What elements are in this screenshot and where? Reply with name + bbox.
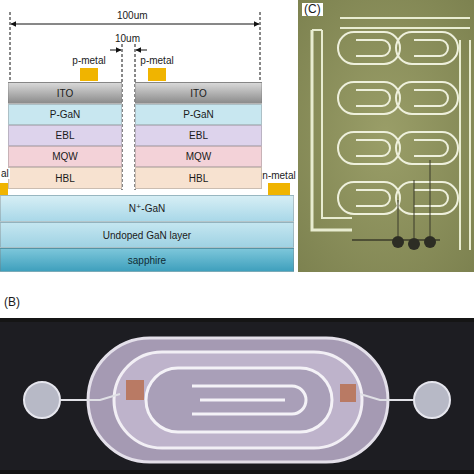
layer-label: Undoped GaN layer [103,230,191,241]
layer-label: EBL [56,130,75,141]
pad-label: p-metal [72,55,105,66]
pad-label: p-metal [140,55,173,66]
metal-pad: n-metal [268,183,290,195]
mqw-layer: MQW [135,146,262,167]
mqw-layer: MQW [8,146,122,167]
cut-label: al [0,168,10,179]
metal-pad [0,183,8,195]
panel-label: (B) [3,296,21,309]
dimension-arrow [110,50,121,51]
undoped-gan-layer: Undoped GaN layer [0,222,294,248]
metal-pad: p-metal [80,68,98,81]
pgan-layer: P-GaN [135,104,262,125]
dimension-label: 100um [116,10,149,21]
layer-label: HBL [55,173,74,184]
dimension-extension [10,12,11,82]
metal-pad: p-metal [148,68,166,81]
layer-label: sapphire [128,255,166,266]
layer-label: MQW [52,151,78,162]
array-photo [298,0,474,272]
dimension-extension [260,12,261,82]
layer-label: ITO [190,88,206,99]
hbl-layer: HBL [8,167,122,189]
dimension-label: 10um [114,33,141,44]
dimension-arrow [11,24,259,25]
layer-label: HBL [189,173,208,184]
pgan-layer: P-GaN [8,104,122,125]
layer-label: N⁺-GaN [129,203,165,214]
pad-label: n-metal [262,170,295,181]
hbl-layer: HBL [135,167,262,189]
n-gan-layer: N⁺-GaN [0,195,294,222]
ebl-layer: EBL [135,125,262,146]
layer-label: ITO [57,88,73,99]
device-photo [0,318,474,474]
sapphire-layer: sapphire [0,248,294,272]
layer-label: P-GaN [183,109,214,120]
layer-label: MQW [186,151,212,162]
panel-label: (C) [302,3,323,16]
ito-layer: ITO [8,82,122,104]
ito-layer: ITO [135,82,262,104]
layer-label: P-GaN [50,109,81,120]
layer-label: EBL [189,130,208,141]
ebl-layer: EBL [8,125,122,146]
dimension-arrow [136,50,147,51]
